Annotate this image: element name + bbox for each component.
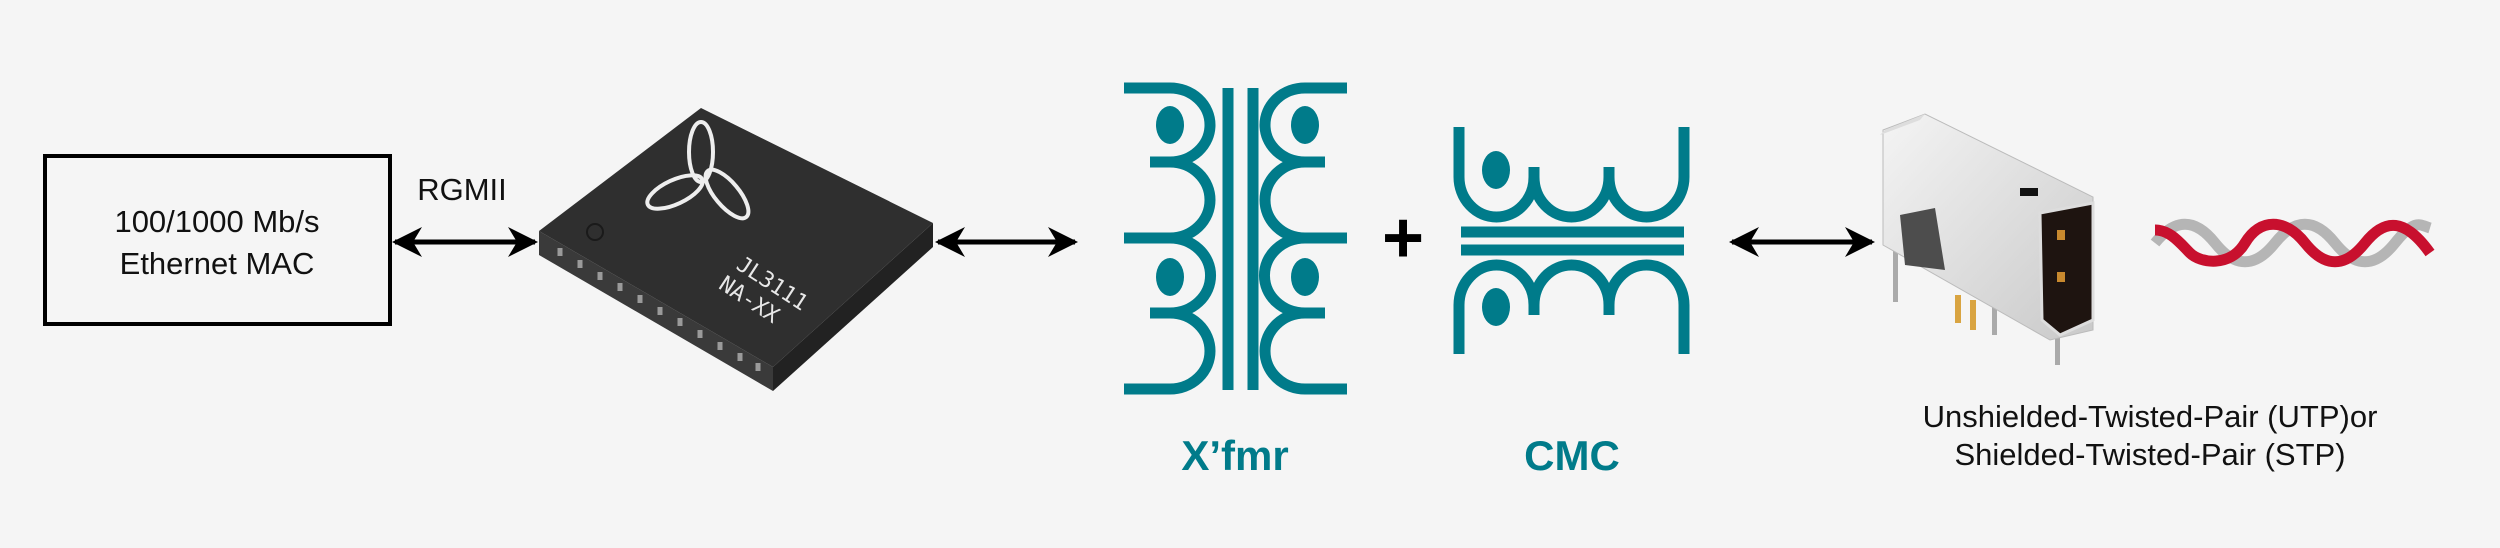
transformer-label: X’fmr	[1181, 432, 1288, 479]
pin1-marker	[586, 223, 604, 241]
phy-chip: JL3111 NA-XX	[539, 108, 933, 391]
cable-type-label-line1: Unshielded-Twisted-Pair (UTP)or	[1923, 399, 2378, 434]
mac-box-outline	[43, 154, 392, 326]
plus-sign: +	[1382, 198, 1424, 278]
ethernet-mac-block: 100/1000 Mb/s Ethernet MAC	[43, 154, 392, 326]
chip-pins	[557, 248, 761, 371]
chip-side-right	[773, 223, 933, 391]
trefoil-logo-icon	[645, 120, 751, 221]
cmc-label: CMC	[1524, 432, 1620, 479]
common-mode-choke-symbol-icon	[1453, 127, 1690, 354]
mac-speed-label: 100/1000 Mb/s	[114, 204, 319, 239]
chip-side-left	[539, 231, 773, 391]
twisted-pair-cable-icon	[2150, 218, 2435, 268]
cable-type-label-line2: Shielded-Twisted-Pair (STP)	[1954, 437, 2345, 472]
transformer-symbol-icon	[1124, 82, 1347, 395]
rgmii-label: RGMII	[417, 172, 507, 207]
chip-top-face	[539, 108, 933, 367]
mac-name-label: Ethernet MAC	[120, 246, 315, 281]
rj45-connector-icon	[1880, 113, 2095, 365]
